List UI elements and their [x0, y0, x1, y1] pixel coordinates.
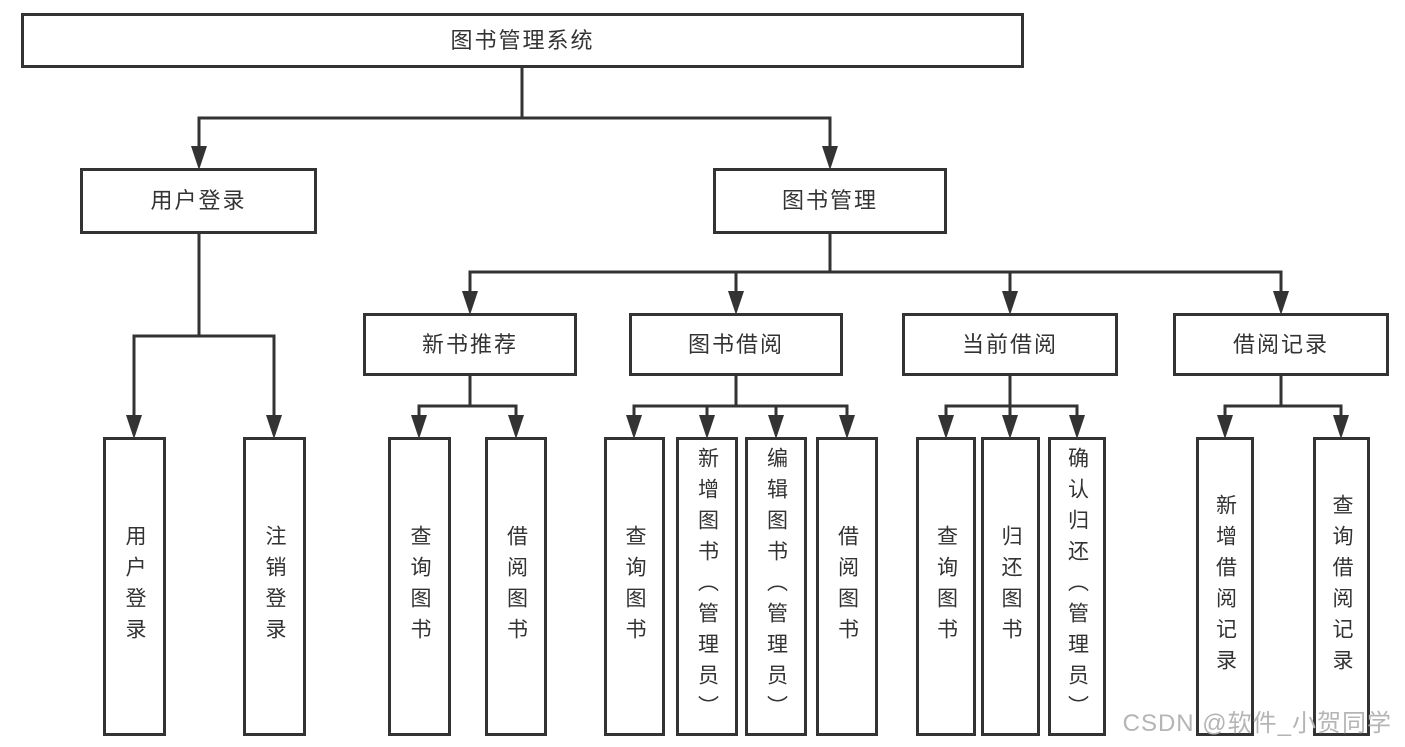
leaf-add-books-admin-label: 新增图书（管理员） [695, 447, 719, 726]
leaf-add-borrow-record-label: 新增借阅记录 [1213, 493, 1237, 680]
connector-group [132, 68, 1343, 418]
arrowhead [266, 415, 282, 439]
connector-level2-to-level3 [468, 270, 1283, 292]
node-new-book-recommend: 新书推荐 [363, 313, 577, 376]
arrowhead [938, 415, 954, 439]
node-current-borrow: 当前借阅 [902, 313, 1118, 376]
leaf-borrow-books-recommend-label: 借阅图书 [504, 524, 528, 649]
arrowhead [508, 415, 524, 439]
arrowhead [822, 146, 838, 170]
arrowhead [768, 415, 784, 439]
node-root-label: 图书管理系统 [450, 27, 595, 53]
leaf-return-books-label: 归还图书 [999, 524, 1022, 649]
node-user-login-label: 用户登录 [150, 188, 247, 213]
node-user-login: 用户登录 [80, 168, 317, 234]
arrowhead [126, 415, 142, 439]
arrowhead [1002, 291, 1018, 315]
connector-book-borrow-children [632, 404, 849, 418]
leaf-borrow-books: 借阅图书 [816, 437, 878, 736]
connector-current-borrow-children [944, 404, 1079, 418]
leaf-logout-label: 注销登录 [263, 524, 286, 649]
leaf-query-books-recommend-label: 查询图书 [408, 524, 431, 649]
node-root: 图书管理系统 [21, 13, 1024, 68]
leaf-query-books-current: 查询图书 [916, 437, 976, 736]
node-current-borrow-label: 当前借阅 [961, 331, 1058, 357]
leaf-confirm-return-admin: 确认归还（管理员） [1048, 437, 1106, 736]
leaf-borrow-books-label: 借阅图书 [835, 524, 859, 649]
arrowhead [411, 415, 427, 439]
leaf-query-books-borrow-label: 查询图书 [623, 524, 646, 649]
arrowheads-group [126, 146, 1349, 439]
arrowhead [1273, 291, 1289, 315]
leaf-edit-books-admin: 编辑图书（管理员） [745, 437, 807, 736]
node-borrow-records-label: 借阅记录 [1232, 331, 1329, 357]
arrowhead [191, 146, 207, 170]
leaf-return-books: 归还图书 [981, 437, 1040, 736]
leaf-confirm-return-admin-label: 确认归还（管理员） [1065, 447, 1089, 726]
connector-user-login-children [132, 334, 276, 418]
arrowhead [1069, 415, 1085, 439]
connector-records-children [1223, 404, 1343, 418]
arrowhead [728, 291, 744, 315]
arrowhead [839, 415, 855, 439]
leaf-query-books-current-label: 查询图书 [934, 524, 958, 649]
node-book-management: 图书管理 [713, 168, 947, 234]
arrowhead [462, 291, 478, 315]
leaf-logout: 注销登录 [243, 437, 306, 736]
node-book-borrow-label: 图书借阅 [687, 331, 784, 357]
leaf-query-books-borrow: 查询图书 [604, 437, 665, 736]
connector-new-book-children [417, 404, 518, 418]
leaf-query-borrow-record-label: 查询借阅记录 [1330, 493, 1353, 680]
node-borrow-records: 借阅记录 [1173, 313, 1389, 376]
leaf-query-borrow-record: 查询借阅记录 [1313, 437, 1370, 736]
arrowhead [1333, 415, 1349, 439]
leaf-query-books-recommend: 查询图书 [388, 437, 451, 736]
node-book-borrow: 图书借阅 [629, 313, 843, 376]
leaf-user-login-label: 用户登录 [123, 524, 146, 649]
node-new-book-recommend-label: 新书推荐 [421, 331, 518, 357]
node-book-management-label: 图书管理 [781, 188, 878, 213]
leaf-add-books-admin: 新增图书（管理员） [676, 437, 738, 736]
arrowhead [699, 415, 715, 439]
leaf-add-borrow-record: 新增借阅记录 [1196, 437, 1254, 736]
arrowhead [626, 415, 642, 439]
arrowhead [1217, 415, 1233, 439]
leaf-edit-books-admin-label: 编辑图书（管理员） [764, 447, 788, 726]
connector-root-to-level2 [197, 116, 832, 150]
arrowhead [1002, 415, 1018, 439]
leaf-user-login: 用户登录 [103, 437, 166, 736]
csdn-watermark: CSDN @软件_小贺同学 [1122, 710, 1392, 737]
leaf-borrow-books-recommend: 借阅图书 [485, 437, 547, 736]
